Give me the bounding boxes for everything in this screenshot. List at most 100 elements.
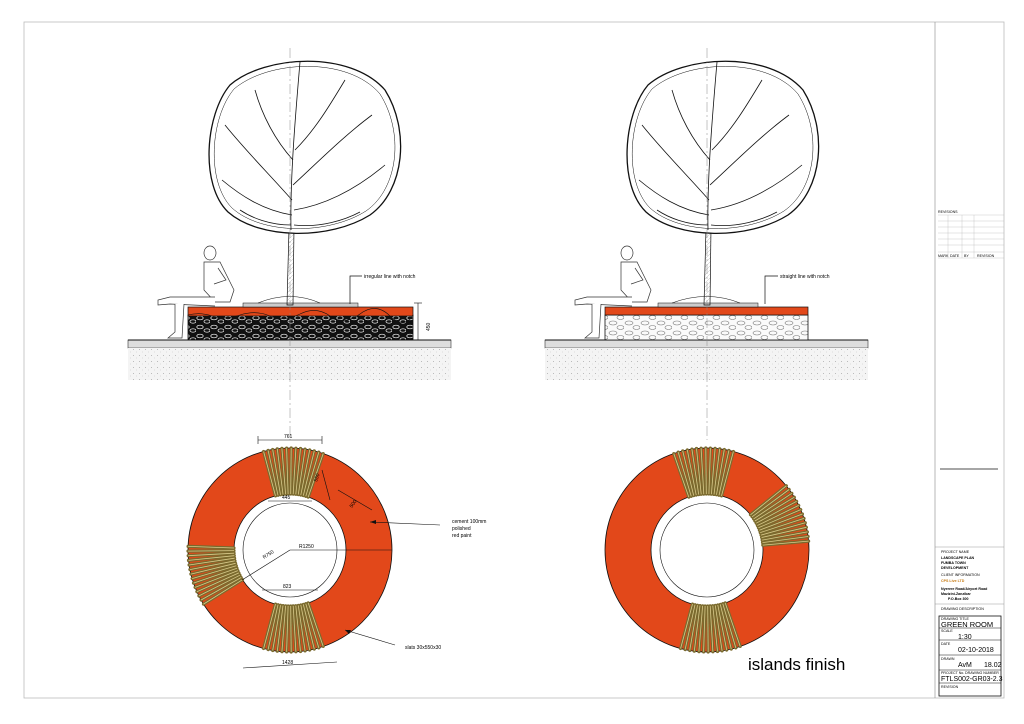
slat-highlight bbox=[713, 448, 721, 495]
drawn-by: AvM bbox=[958, 662, 972, 669]
slat-highlight bbox=[190, 562, 236, 575]
right-bench-red-cap bbox=[604, 306, 809, 316]
client-address-3: P.O.Box 300 bbox=[948, 597, 969, 601]
slat-highlight bbox=[724, 602, 741, 647]
rev-col-by: BY bbox=[964, 254, 969, 258]
slat-highlight bbox=[302, 450, 315, 496]
slat-highlight bbox=[189, 557, 235, 566]
project-name-1: LANDSCAPE PLAN bbox=[941, 556, 975, 560]
slat-highlight bbox=[188, 552, 235, 557]
slat-highlight bbox=[272, 449, 281, 495]
slat-highlight bbox=[712, 605, 718, 652]
slat-highlight bbox=[689, 605, 698, 651]
slat-highlight bbox=[705, 447, 707, 495]
revision-label: REVISION bbox=[941, 685, 959, 689]
slat-highlight bbox=[750, 485, 787, 516]
right-tree-trunk bbox=[703, 227, 712, 306]
slat-highlight bbox=[297, 605, 306, 651]
slat-highlight bbox=[721, 451, 734, 497]
date-label: DATE bbox=[941, 642, 951, 646]
slat-highlight bbox=[196, 572, 240, 593]
slat-highlight bbox=[200, 577, 242, 601]
slat-highlight bbox=[700, 448, 705, 495]
slat-highlight bbox=[297, 449, 306, 495]
slats-note: slats 30x550x30 bbox=[405, 645, 441, 651]
left-ground-slab bbox=[127, 339, 452, 349]
slat-highlight bbox=[757, 505, 799, 526]
dim-761: 761 bbox=[284, 434, 293, 440]
right-elevation: straight line with notch bbox=[544, 48, 869, 440]
slat-highlight bbox=[272, 605, 281, 651]
drawing-number-label: DRAWING NUMBER bbox=[965, 671, 999, 675]
slat-highlight bbox=[762, 531, 808, 541]
slat-highlight bbox=[307, 602, 324, 647]
left-plan-slats bbox=[186, 446, 325, 654]
drawing-description-label: DRAWING DESCRIPTION bbox=[941, 607, 984, 611]
slat-highlight bbox=[193, 567, 238, 584]
left-tree-trunk bbox=[286, 227, 295, 306]
client-name: CPS Live LTD bbox=[941, 579, 965, 583]
slat-highlight bbox=[276, 605, 284, 652]
slat-highlight bbox=[759, 513, 803, 531]
slat-highlight bbox=[677, 451, 692, 497]
slat-highlight bbox=[305, 603, 320, 649]
material-note-3: red paint bbox=[452, 533, 472, 539]
drawn-label: DRAWN bbox=[941, 657, 955, 661]
rev-col-revision: REVISION bbox=[977, 254, 995, 258]
slat-highlight bbox=[754, 496, 795, 522]
slat-highlight bbox=[762, 540, 809, 546]
title-block: REVISIONS MARK DATE BY REVISION PROJECT … bbox=[934, 22, 1004, 698]
slat-highlight bbox=[302, 604, 315, 650]
right-plan-slats bbox=[672, 446, 811, 654]
slat-highlight bbox=[203, 579, 243, 605]
right-seated-person bbox=[574, 245, 652, 339]
slat-highlight bbox=[680, 603, 693, 649]
slat-highlight bbox=[751, 489, 790, 518]
slat-highlight bbox=[267, 450, 279, 496]
client-label: CLIENT INFORMATION bbox=[941, 573, 980, 577]
slat-highlight bbox=[191, 565, 237, 579]
project-name-label: PROJECT NAME bbox=[941, 550, 970, 554]
slat-highlight bbox=[267, 604, 279, 650]
slat-highlight bbox=[198, 574, 241, 597]
slat-highlight bbox=[761, 526, 807, 538]
slat-highlight bbox=[756, 500, 797, 524]
dim-445: 445 bbox=[282, 495, 291, 501]
slat-highlight bbox=[696, 448, 702, 495]
right-plan: islands finish bbox=[604, 446, 845, 674]
slat-highlight bbox=[188, 555, 235, 561]
right-plan-inner-circle bbox=[650, 493, 764, 607]
right-tree-branches bbox=[638, 61, 803, 231]
right-soil bbox=[545, 348, 868, 380]
right-bench-stone-base bbox=[604, 314, 809, 341]
slat-highlight bbox=[276, 448, 284, 495]
radius-750: R750 bbox=[262, 549, 276, 561]
sheet-border bbox=[23, 21, 1005, 699]
material-note-1: cement 100mm bbox=[452, 519, 486, 525]
slat-highlight bbox=[187, 550, 235, 552]
left-bench-cobble-base bbox=[187, 314, 414, 341]
left-elevation: irregular line with notch 450 bbox=[127, 48, 452, 440]
scale-label: SCALE bbox=[941, 629, 953, 633]
rev-col-date: DATE bbox=[950, 254, 960, 258]
slat-highlight bbox=[698, 605, 703, 652]
client-address-2: Mazizini-Zanzibar bbox=[941, 592, 971, 596]
project-no-label: PROJECT No. bbox=[941, 671, 964, 675]
slat-highlight bbox=[263, 603, 276, 649]
slat-highlight bbox=[189, 560, 236, 570]
drawn-code: 18.02 bbox=[984, 662, 1002, 669]
slat-highlight bbox=[708, 448, 711, 495]
slat-highlight bbox=[716, 449, 725, 495]
left-seated-person bbox=[157, 245, 235, 339]
slat-highlight bbox=[760, 518, 805, 533]
dim-823: 823 bbox=[283, 584, 292, 590]
slat-highlight bbox=[300, 604, 311, 651]
client-address-1: Nyerere Road/Airport Road bbox=[941, 587, 987, 591]
slat-highlight bbox=[693, 605, 701, 652]
slat-highlight bbox=[281, 448, 286, 495]
slat-highlight bbox=[691, 449, 700, 495]
slat-highlight bbox=[188, 546, 235, 549]
slat-highlight bbox=[286, 448, 289, 495]
slat-highlight bbox=[707, 605, 709, 653]
